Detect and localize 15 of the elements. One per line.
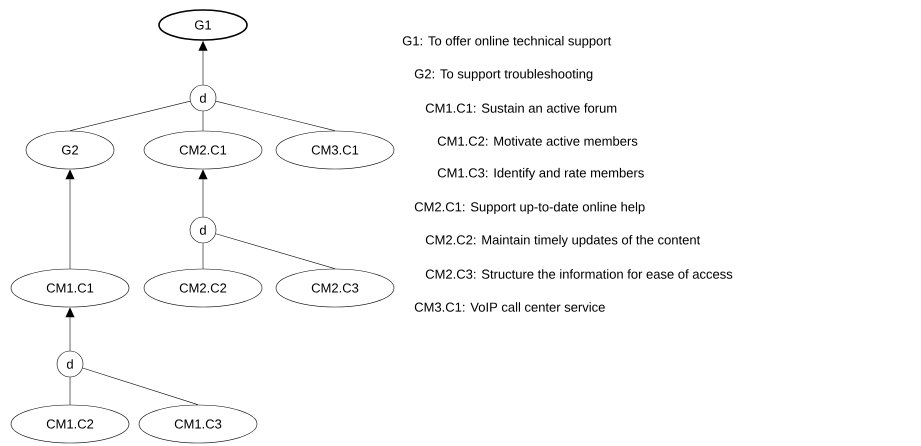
connector-line [202,111,204,131]
description-text: CM1.C2: Motivate active members [438,136,638,146]
description-text: G1: To offer online technical support [402,36,612,48]
description-text: CM3.C1: VoIP call center service [414,302,605,312]
description-text: CM2.C3: Structure the information for ease of access [426,269,732,279]
description-text: CM1.C1: Sustain an active forum [426,103,616,113]
connector-line [70,100,190,131]
connector-line [82,368,198,405]
connector-line [216,100,336,131]
description-text: CM2.C1: Support up-to-date online help [414,202,645,214]
description-text: CM1.C3: Identify and rate members [438,168,644,180]
description-text: G2: To support troubleshooting [414,68,592,82]
description-text: CM2.C2: Maintain timely updates of the content [426,234,700,248]
connector-line [202,243,204,269]
connector-line [215,233,336,269]
